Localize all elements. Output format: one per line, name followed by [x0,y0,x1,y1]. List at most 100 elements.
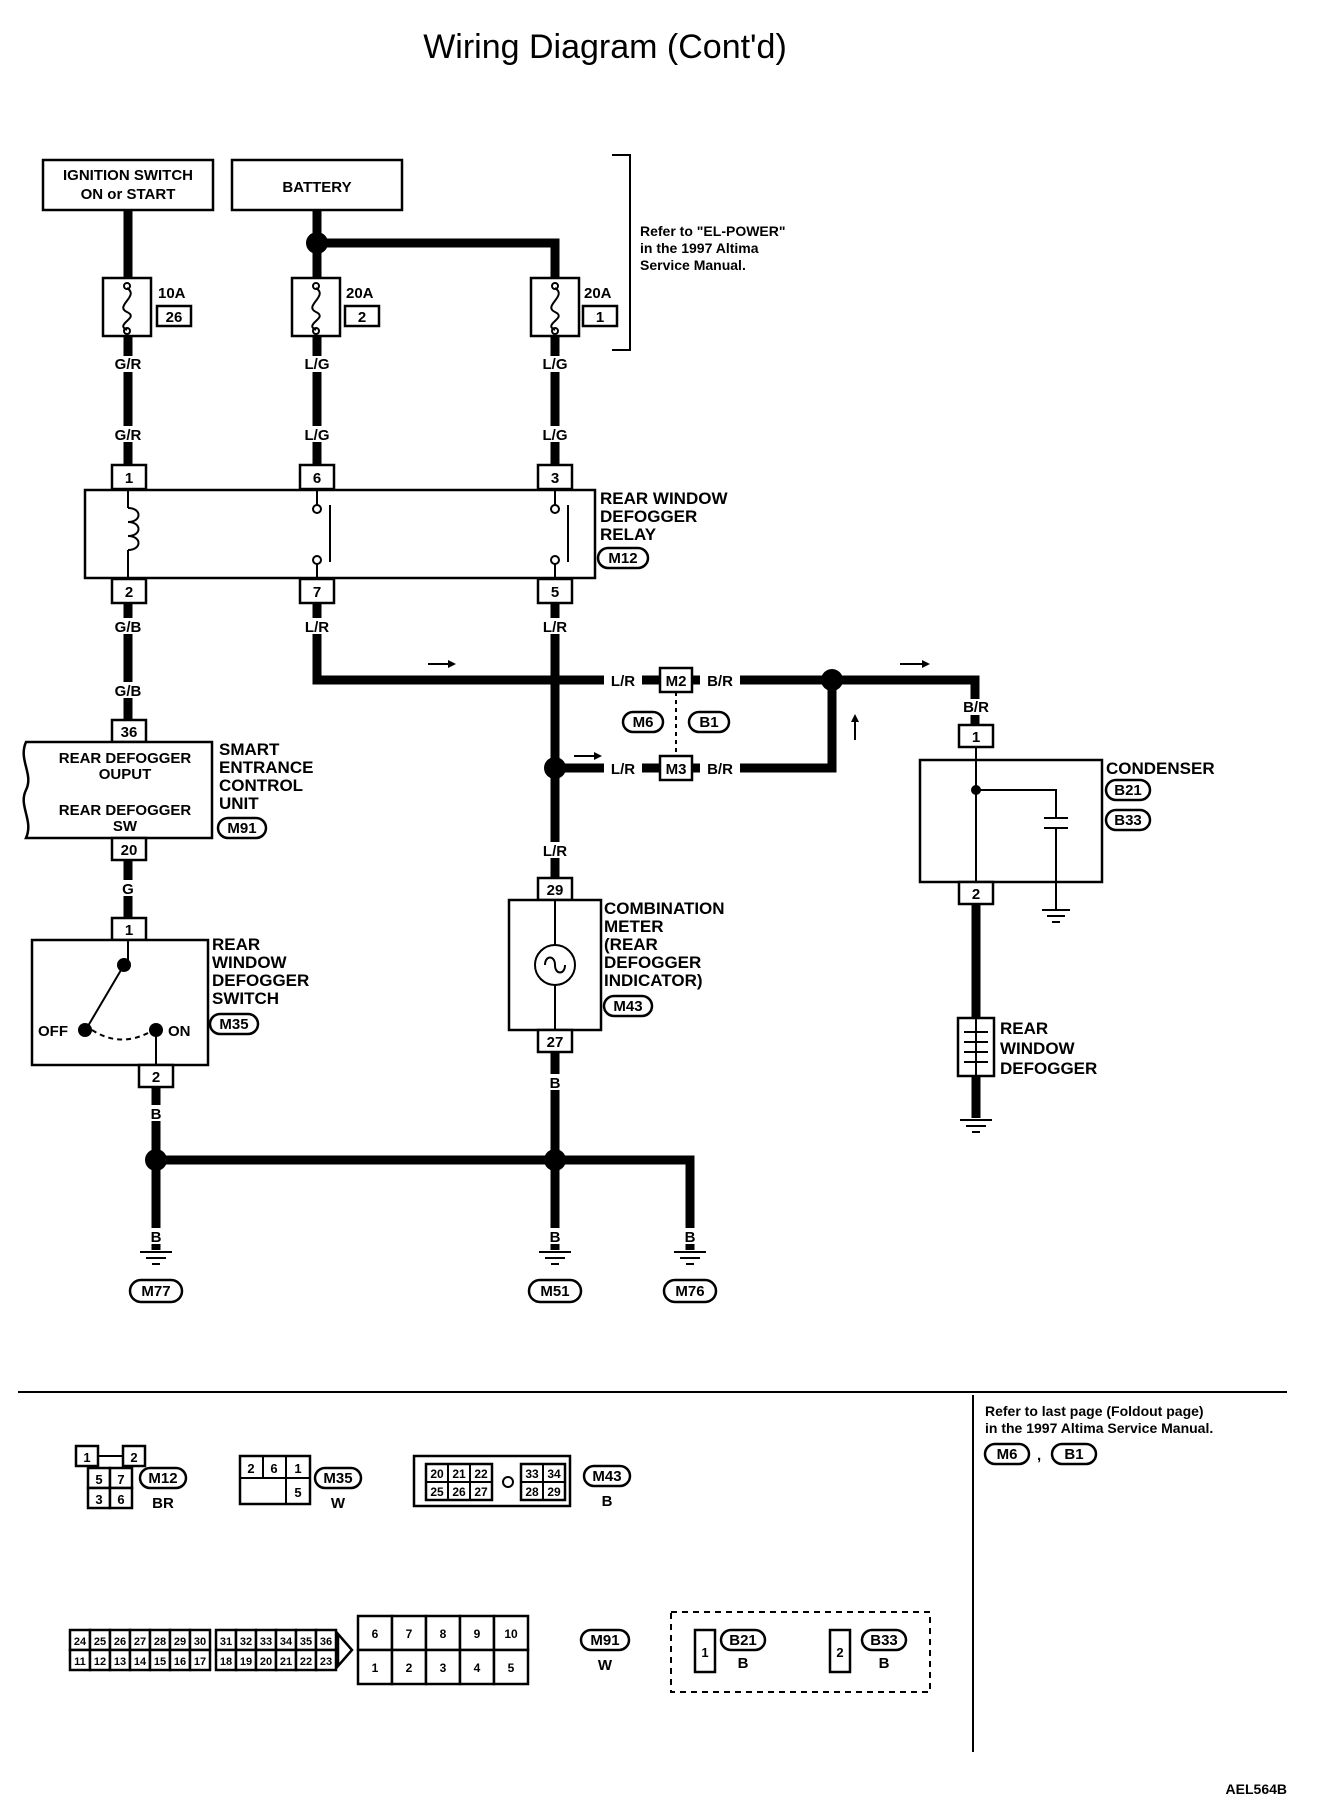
m91-pin: 3 [440,1661,447,1675]
m91-pin: 2 [406,1661,413,1675]
arrow-right-icon [428,660,930,760]
meter-connector-badge [602,994,654,1018]
wire-label-b-2: B [550,1075,561,1092]
m12-pin-1: 1 [83,1450,90,1465]
b33-pin: 2 [836,1645,843,1660]
switch-name-3: DEFOGGER [212,971,309,990]
b33-color: B [879,1655,890,1672]
smart-pin-top: 36 [121,724,138,741]
m91-pin: 31 [220,1636,232,1648]
b21-id: B21 [729,1632,757,1649]
bottom-refer-m6-badge [983,1442,1031,1466]
m43-pin-33: 33 [525,1467,539,1481]
relay-pins [110,463,574,605]
switch-pin-bottom: 2 [152,1069,160,1086]
m43-pin-25: 25 [430,1485,444,1499]
wire-label-lg-4: L/G [543,427,568,444]
wire-label-lr-1: L/R [305,619,329,636]
wire-label-lg-3: L/G [543,356,568,373]
m91-pin-cell [356,1648,394,1686]
fuse-3-rating: 20A [584,285,612,302]
figure-id: AEL564B [1226,1781,1287,1797]
m91-badge [579,1628,631,1652]
connector-m2-label: M2 [666,673,687,690]
connector-face-m91: 2411251226132714281529163017311832193320… [68,1614,530,1686]
m43-pin-22: 22 [474,1467,488,1481]
page-title: Wiring Diagram (Cont'd) [423,28,787,66]
defogger-name-1: REAR [1000,1019,1048,1038]
m91-pin: 14 [134,1656,147,1668]
m91-pin: 17 [194,1656,206,1668]
m91-pin: 11 [74,1656,86,1668]
m35-id: M35 [323,1470,352,1487]
relay-connector-badge [596,546,650,570]
wire-label-gr-1: G/R [115,356,142,373]
connector-face-m43 [412,1454,572,1508]
bottom-refer-1: Refer to last page (Foldout page) [985,1403,1204,1419]
m91-pin-cell [390,1648,428,1686]
wire-label-br-3: B/R [707,761,733,778]
m91-pin: 6 [372,1627,379,1641]
m91-pin: 1 [372,1661,379,1675]
fuse-2-number: 2 [358,309,366,326]
m35-pin-2: 2 [247,1461,254,1476]
smart-connector: M91 [227,820,256,837]
m35-badge [313,1466,363,1490]
m91-color: W [598,1657,613,1674]
relay-connector: M12 [608,550,637,567]
m91-pin: 23 [320,1656,332,1668]
m91-key-icon [336,1630,354,1670]
connector-face-m12 [74,1444,147,1510]
meter-name-4: DEFOGGER [604,953,701,972]
m91-pin: 8 [440,1627,447,1641]
wire-label-br-1: B/R [707,673,733,690]
ground-m77: M77 [141,1283,170,1300]
ground-m76-badge [662,1278,718,1304]
refer-bracket [612,154,631,351]
m91-pin: 18 [220,1656,232,1668]
m91-pin: 15 [154,1656,166,1668]
smart-inner-4: SW [113,818,138,835]
connector-face-m35 [238,1454,312,1506]
condenser-pin-top: 1 [972,729,980,746]
ignition-label-2: ON or START [81,186,176,203]
wire-label-lr-3: L/R [611,673,635,690]
m91-pin: 35 [300,1636,312,1648]
m12-pin-3: 3 [95,1492,102,1507]
meter-name-1: COMBINATION [604,899,725,918]
connector-m3-label: M3 [666,761,687,778]
m91-pin-cell [458,1614,496,1652]
m91-pin-cell [314,1648,338,1672]
fuse-1-number-box [155,304,193,328]
bottom-refer-m6: M6 [997,1446,1018,1463]
refer-note-3: Service Manual. [640,257,746,273]
smart-name-1: SMART [219,740,280,759]
fuse-3 [529,276,581,338]
ground-icon [140,1251,706,1265]
smart-inner-2: OUPUT [99,766,152,783]
m91-pin: 36 [320,1636,332,1648]
fuse-2-number-box [343,304,381,328]
switch-off-label: OFF [38,1023,68,1040]
b21-face [693,1628,717,1674]
meter-name-5: INDICATOR) [604,971,703,990]
fuse-1-rating: 10A [158,285,186,302]
b33-face [828,1628,852,1674]
refer-note-2: in the 1997 Altima [640,240,759,256]
smart-name-2: ENTRANCE [219,758,313,777]
battery-label: BATTERY [282,179,351,196]
m12-id: M12 [148,1470,177,1487]
m12-color: BR [152,1495,174,1512]
m43-pin-29: 29 [547,1485,561,1499]
wire-label-b-4: B [550,1229,561,1246]
defogger-name-3: DEFOGGER [1000,1059,1097,1078]
m43-pin-26: 26 [452,1485,466,1499]
m35-pin-5: 5 [294,1485,301,1500]
wire-label-lr-4: L/R [611,761,635,778]
fuse-2 [290,276,342,338]
smart-pin-bottom: 20 [121,842,138,859]
wire-label-lg-1: L/G [305,356,330,373]
meter-pin-bottom: 27 [547,1034,564,1051]
relay-pin-3: 3 [551,470,559,487]
condenser-name: CONDENSER [1106,759,1215,778]
